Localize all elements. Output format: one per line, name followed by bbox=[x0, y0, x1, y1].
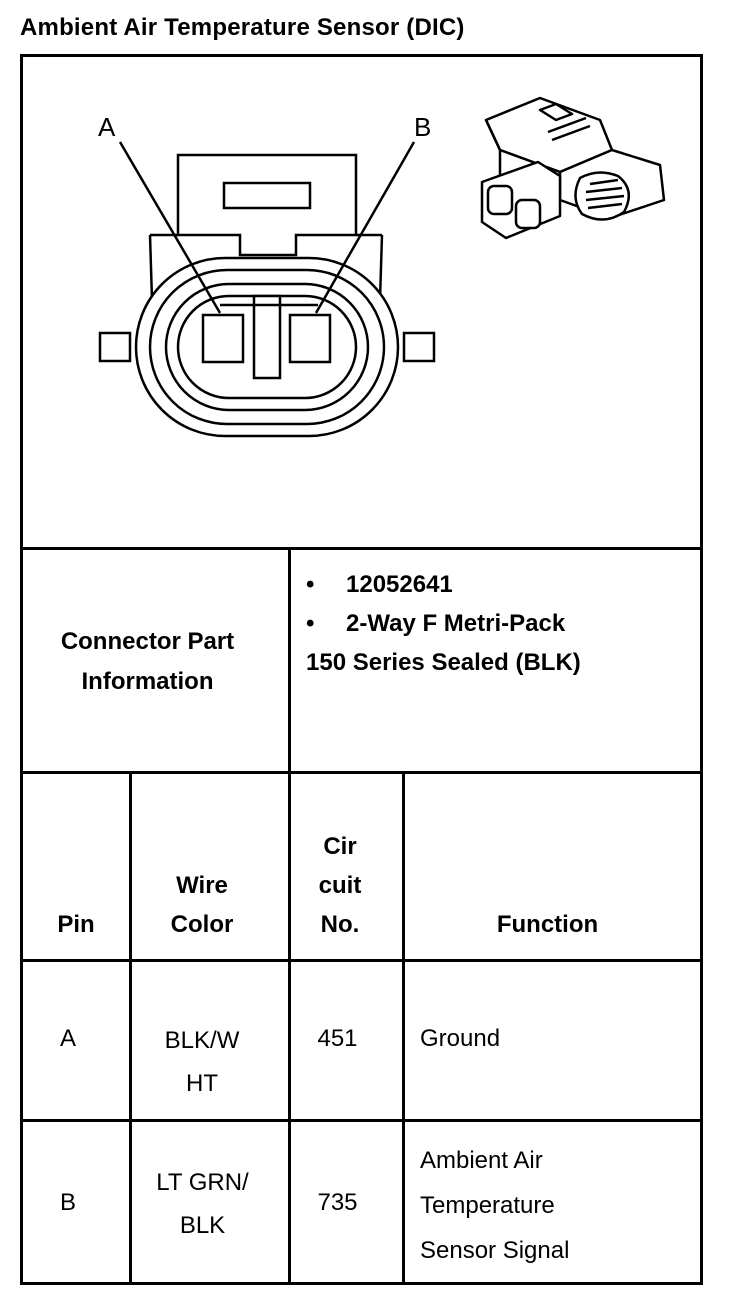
row-b-pin: B bbox=[59, 1189, 76, 1216]
header-pin: Pin bbox=[57, 911, 95, 938]
connector-face-diagram: A B bbox=[98, 112, 436, 438]
page-title: Ambient Air Temperature Sensor (DIC) bbox=[20, 14, 465, 41]
pin-b-label: B bbox=[414, 112, 431, 142]
divider-circuit-col bbox=[402, 771, 405, 1285]
row-a-circuit: 451 bbox=[317, 1025, 358, 1052]
header-circuit-no: Cir cuit No. bbox=[318, 833, 362, 938]
divider-diagram bbox=[20, 547, 703, 550]
row-a-pin: A bbox=[59, 1025, 76, 1052]
divider-info-col bbox=[288, 547, 291, 1285]
divider-header bbox=[20, 959, 703, 962]
connector-table-frame bbox=[20, 54, 703, 1285]
bullet-icon: • bbox=[306, 610, 315, 637]
row-a-function: Ground bbox=[420, 1025, 501, 1052]
row-b-wire-color: LT GRN/ BLK bbox=[156, 1169, 249, 1239]
connector-info-label: Connector Part Information bbox=[60, 628, 235, 695]
connector-type-line: • 2-Way F Metri-Pack bbox=[306, 604, 581, 643]
header-wire-color: Wire Color bbox=[170, 872, 234, 938]
row-a-wire-color: BLK/W HT bbox=[164, 1027, 240, 1097]
pin-a-label: A bbox=[98, 112, 116, 142]
connector-isometric-illustration bbox=[480, 96, 666, 240]
connector-type: 2-Way F Metri-Pack bbox=[346, 610, 566, 637]
connector-info-details: • 12052641 • 2-Way F Metri-Pack 150 Series… bbox=[306, 565, 581, 682]
connector-series: 150 Series Sealed (BLK) bbox=[306, 649, 581, 676]
divider-connector-info bbox=[20, 771, 703, 774]
row-b-circuit: 735 bbox=[317, 1189, 358, 1216]
part-number-line: • 12052641 bbox=[306, 565, 581, 604]
part-number: 12052641 bbox=[346, 571, 453, 598]
bullet-icon: • bbox=[306, 571, 315, 598]
divider-pin-col bbox=[129, 771, 132, 1285]
header-function: Function bbox=[496, 911, 599, 938]
divider-row-a bbox=[20, 1119, 703, 1122]
row-b-function: Ambient Air Temperature Sensor Signal bbox=[420, 1147, 570, 1264]
